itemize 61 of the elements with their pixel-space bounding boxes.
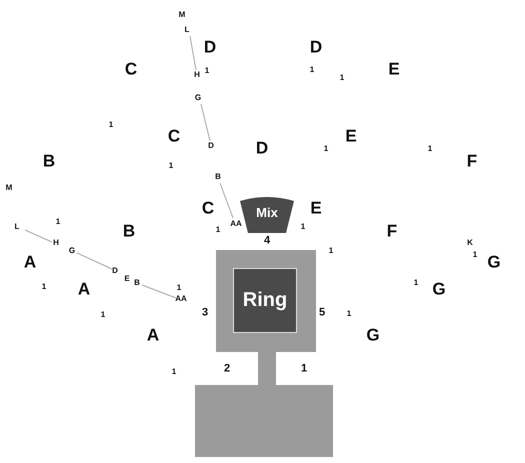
- section-label: A: [78, 280, 90, 298]
- section-label: B: [122, 222, 136, 240]
- row-label: B: [215, 173, 221, 181]
- seat-number: 1: [168, 162, 174, 170]
- section-label: F: [466, 152, 478, 170]
- row-label: M: [178, 11, 186, 19]
- seat-number: 1: [414, 279, 418, 287]
- seat-number: 1: [56, 218, 60, 226]
- seat-number: 1: [172, 368, 176, 376]
- seat-number: 1: [42, 283, 46, 291]
- section-label: A: [146, 326, 160, 344]
- row-label: E: [124, 275, 130, 283]
- ring-label: Ring: [242, 289, 288, 312]
- section-label: G: [366, 326, 380, 344]
- row-label: K: [467, 239, 473, 247]
- row-label: D: [112, 267, 118, 275]
- section-label: F: [386, 222, 398, 240]
- section-label: D: [256, 140, 268, 156]
- seat-number: 1: [300, 223, 306, 231]
- seat-number: 1: [310, 66, 314, 74]
- side-number: 2: [224, 364, 230, 374]
- seat-number: 1: [216, 226, 220, 234]
- section-label: B: [42, 152, 56, 170]
- row-label: G: [68, 247, 76, 255]
- row-label: H: [194, 71, 200, 79]
- row-label: L: [184, 26, 190, 34]
- seat-number: 1: [340, 74, 344, 82]
- row-label: AA: [175, 295, 187, 303]
- section-label: D: [204, 38, 216, 56]
- seat-number: 1: [100, 311, 106, 319]
- section-label: G: [432, 280, 446, 298]
- row-label: D: [208, 142, 214, 150]
- side-number: 4: [264, 236, 270, 246]
- row-label: M: [6, 184, 12, 192]
- seat-number: 1: [428, 145, 432, 153]
- seat-number: 1: [328, 247, 334, 255]
- section-label: E: [310, 200, 322, 216]
- row-label: B: [134, 279, 140, 287]
- section-label: E: [345, 128, 357, 144]
- side-number: 1: [300, 364, 308, 374]
- seat-number: 1: [346, 310, 352, 318]
- section-label: G: [487, 254, 501, 270]
- ring-box: [233, 268, 297, 333]
- row-label: L: [14, 223, 20, 231]
- seat-number: 1: [176, 284, 182, 292]
- booth-label: Mix: [256, 205, 278, 220]
- section-label: D: [310, 38, 322, 56]
- side-number: 3: [202, 308, 208, 318]
- section-label: A: [24, 254, 36, 270]
- seat-number: 1: [108, 121, 114, 129]
- section-label: C: [168, 128, 180, 144]
- seat-number: 1: [204, 67, 210, 75]
- row-label: H: [53, 239, 59, 247]
- row-label: G: [194, 94, 202, 102]
- row-label: AA: [230, 220, 242, 228]
- section-label: E: [388, 60, 400, 78]
- seat-number: 1: [472, 251, 478, 259]
- section-label: C: [124, 60, 138, 78]
- section-label: C: [202, 200, 214, 216]
- side-number: 5: [318, 308, 326, 318]
- seat-number: 1: [324, 145, 328, 153]
